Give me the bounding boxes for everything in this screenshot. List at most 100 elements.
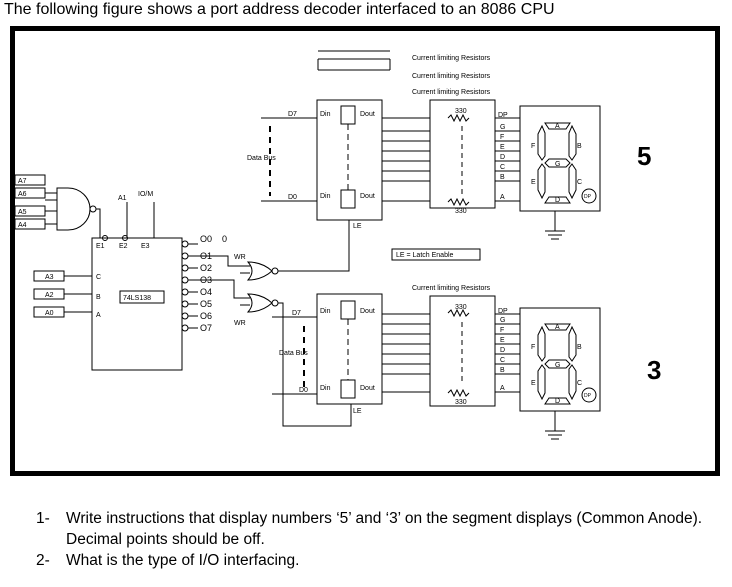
seg-pin-c-bottom: C [500,357,505,364]
seg-letter-c-top: C [577,179,582,186]
label-a7: A7 [18,178,27,185]
questions-list: 1- Write instructions that display numbe… [36,508,732,571]
out-o6: O6 [200,311,212,321]
label-d0-top: D0 [288,194,297,201]
seg-pin-g-top: G [500,124,505,131]
seg-letter-c-bottom: C [577,380,582,387]
label-io-m: IO/M [138,191,153,198]
label-dout-bottom-1: Dout [360,308,375,315]
label-d7-top: D7 [288,111,297,118]
or-gate-top [246,261,273,281]
seg-letter-dp-top: DP [584,194,592,200]
resistor-header-1: Current limiting Resistors [412,55,491,62]
label-d0-bottom: D0 [299,387,308,394]
seg-pin-f-top: F [500,134,504,141]
resistors-top [429,99,496,209]
resistor-header-3: Current limiting Resistors [412,89,491,96]
label-a3: A3 [45,274,54,281]
page-title: The following figure shows a port addres… [4,1,555,18]
seg-pin-a-bottom: A [500,385,505,392]
question-1: 1- Write instructions that display numbe… [36,508,732,550]
seg-pin-d-bottom: D [500,347,505,354]
seg-pin-f-bottom: F [500,327,504,334]
seg-letter-dp-bottom: DP [584,393,592,399]
decoder-74ls138 [91,237,183,371]
label-din-top-2: Din [320,193,331,200]
label-d7-bottom: D7 [292,310,301,317]
seg-letter-f-top: F [531,143,535,150]
digit-bottom: 3 [647,355,661,385]
pin-c: C [96,274,101,281]
out-o2: O2 [200,263,212,273]
label-a4: A4 [18,222,27,229]
label-a1: A1 [118,195,127,202]
decoder-label: 74LS138 [123,295,151,302]
out-o4: O4 [200,287,212,297]
resistor-header-bottom: Current limiting Resistors [412,285,491,292]
question-2: 2- What is the type of I/O interfacing. [36,550,732,571]
seg-pin-dp-top: DP [498,112,508,119]
pin-b: B [96,294,101,301]
bus-lines-bottom [382,313,430,393]
decoder-circuit-diagram: A7 A6 A5 A4 A3 A2 A0 C B A 74LS138 E1 E2… [14,50,661,440]
seg-letter-d-bottom: D [555,398,560,405]
label-le-bottom: LE [353,408,362,415]
pin-e2: E2 [119,243,128,250]
seg-letter-b-top: B [577,143,582,150]
data-bus-label-bottom: Data Bus [279,350,308,357]
label-wr-top: WR [234,254,246,261]
seg-letter-e-top: E [531,179,536,186]
seg-letter-b-bottom: B [577,344,582,351]
resistor-header-2: Current limiting Resistors [412,73,491,80]
seg-pin-a-top: A [500,194,505,201]
le-note-text: LE = Latch Enable [396,252,454,259]
pin-e1: E1 [96,243,105,250]
or-gate-bottom [246,293,273,313]
label-dout-top-2: Dout [360,193,375,200]
label-din-bottom-1: Din [320,308,331,315]
out-o7: O7 [200,323,212,333]
latch-bottom [316,293,383,405]
seg-pin-b-bottom: B [500,367,505,374]
resistor-value-bottom-1: 330 [455,304,467,311]
pin-e3: E3 [141,243,150,250]
seg-letter-a-top: A [555,123,560,130]
label-zero: 0 [222,234,227,244]
seg-pin-e-bottom: E [500,337,505,344]
resistor-value-bottom-2: 330 [455,399,467,406]
question-1-text: Write instructions that display numbers … [66,510,703,548]
seg-letter-g-bottom: G [555,362,560,369]
seg-letter-g-top: G [555,161,560,168]
label-din-bottom-2: Din [320,385,331,392]
digit-top: 5 [637,141,651,171]
out-o0: O0 [200,234,212,244]
label-a2: A2 [45,292,54,299]
label-le-top: LE [353,223,362,230]
seg-pin-g-bottom: G [500,317,505,324]
latch-top [316,99,383,221]
seg-pin-c-top: C [500,164,505,171]
label-wr-bottom: WR [234,320,246,327]
resistor-value-top-1: 330 [455,108,467,115]
question-1-number: 1- [36,510,50,527]
out-o5: O5 [200,299,212,309]
label-dout-top-1: Dout [360,111,375,118]
bus-lines-top [382,117,430,202]
seg-letter-a-bottom: A [555,324,560,331]
seg-pin-dp-bottom: DP [498,308,508,315]
seven-segment-bottom [519,307,601,412]
latch-enable-note [391,248,481,261]
pin-a: A [96,312,101,319]
out-o1: O1 [200,251,212,261]
decoder-outputs [181,240,198,332]
seg-letter-f-bottom: F [531,344,535,351]
address-nand-gate [56,187,91,231]
resistors-bottom [429,295,496,407]
out-o3: O3 [200,275,212,285]
diagram-frame [10,26,720,476]
seg-letter-d-top: D [555,197,560,204]
input-box-a7 [14,174,46,186]
question-2-text: What is the type of I/O interfacing. [66,552,300,569]
seg-pin-e-top: E [500,144,505,151]
resistor-value-top-2: 330 [455,208,467,215]
